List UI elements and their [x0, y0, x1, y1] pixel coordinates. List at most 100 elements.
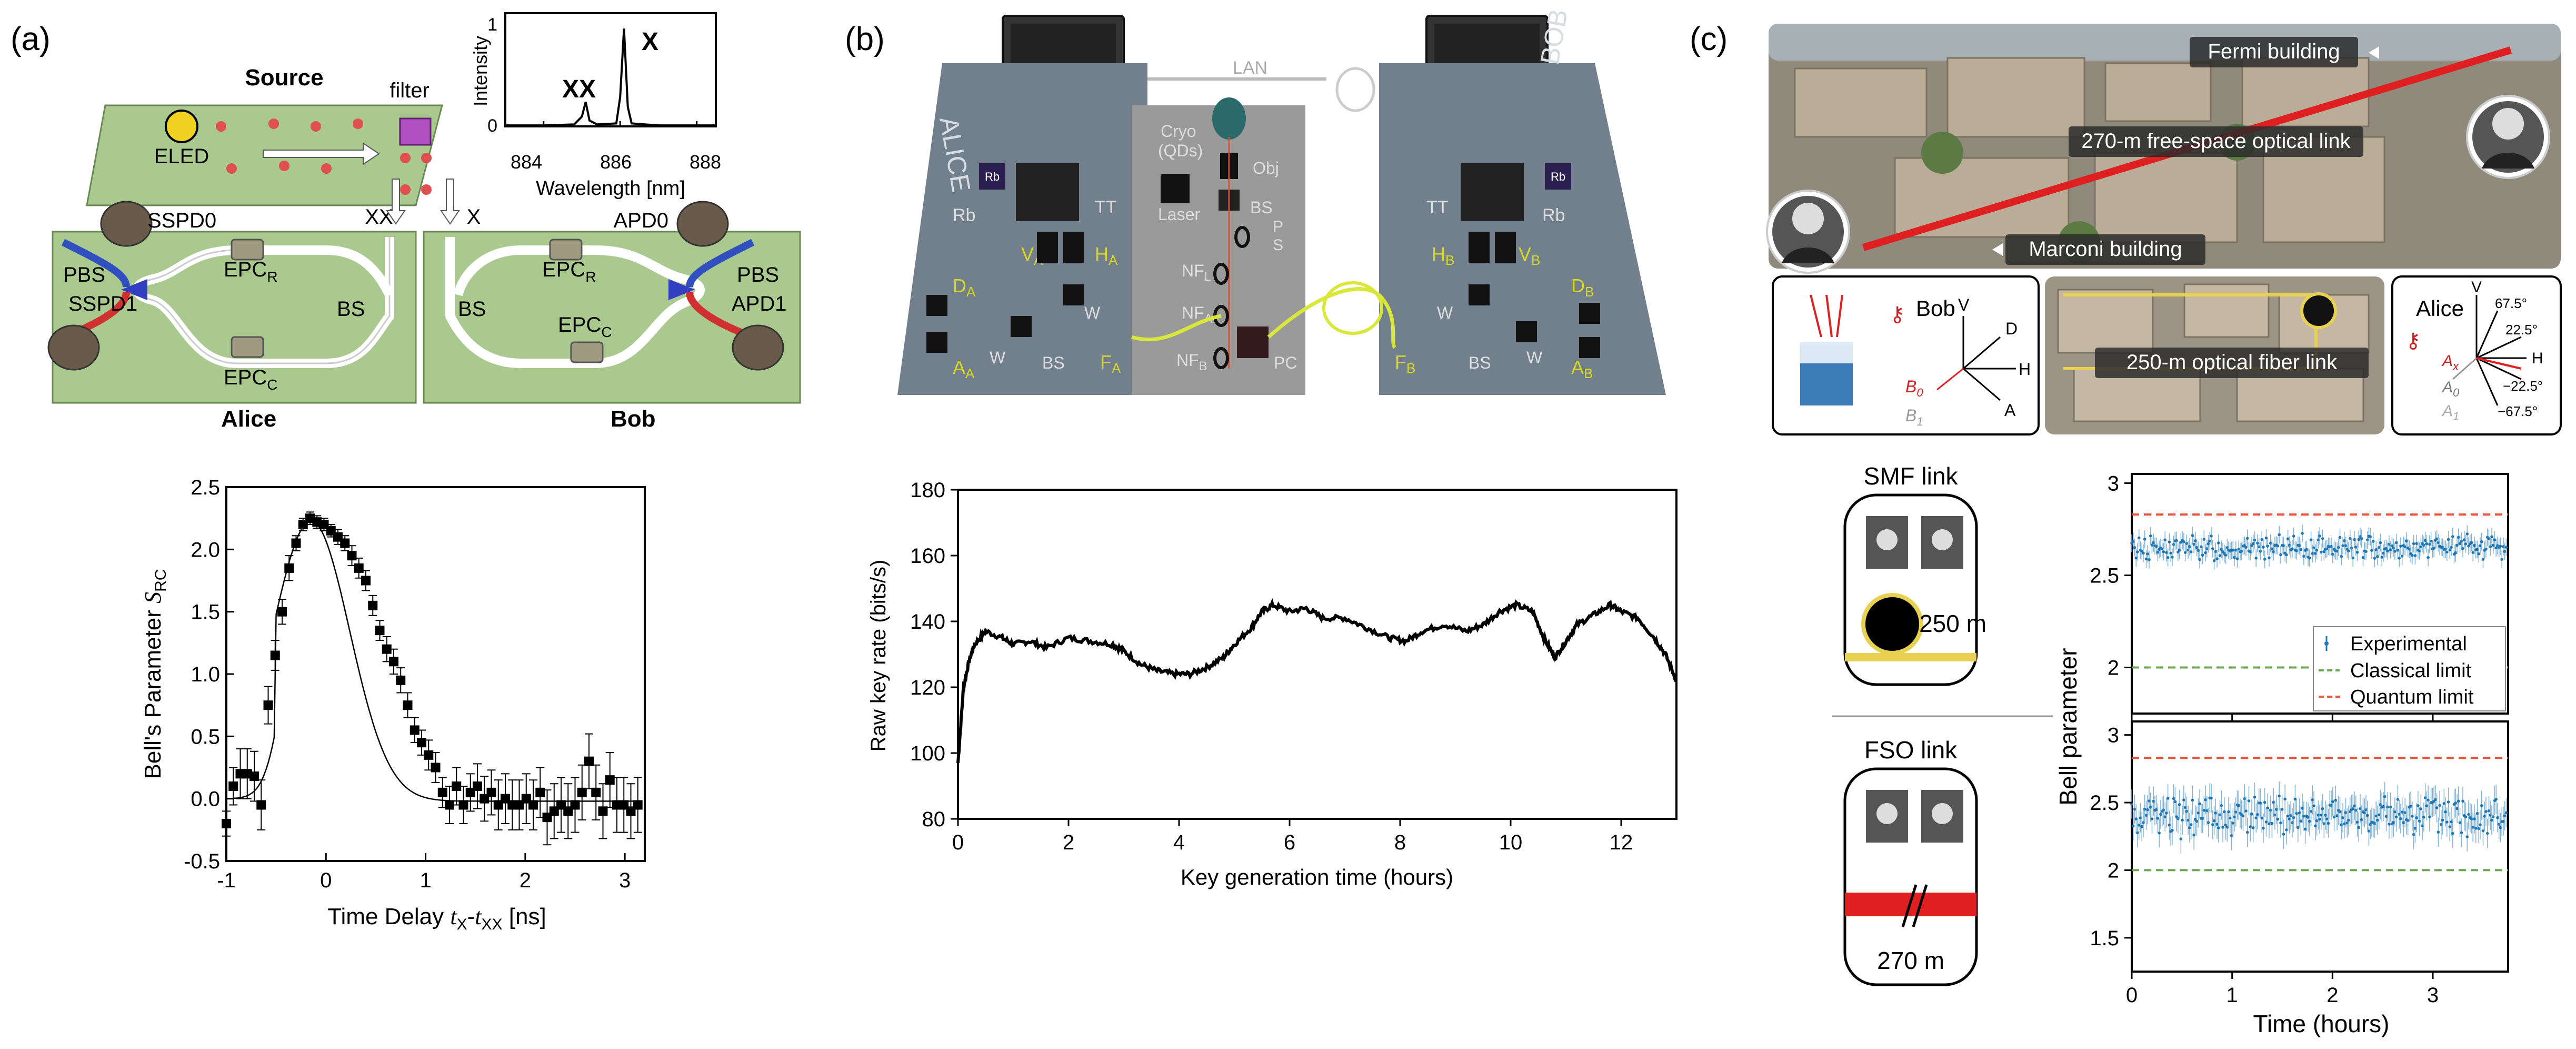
smf-bell-point [2183, 551, 2187, 555]
fso-bell-point [2354, 808, 2358, 812]
bell-time-point [437, 787, 447, 797]
fso-bell-point [2204, 798, 2207, 801]
fso-bell-point [2417, 804, 2420, 807]
smf-bell-point [2149, 534, 2152, 538]
fso-bell-point [2243, 797, 2246, 800]
fso-bell-point [2318, 817, 2321, 821]
fso-bell-point [2133, 807, 2136, 811]
smf-bell-point [2291, 547, 2294, 550]
smf-bell-point [2493, 538, 2497, 541]
key-rate-xtick-label: 4 [1173, 831, 1185, 854]
smf-bell-point [2188, 545, 2191, 548]
bell-time-point [452, 781, 462, 791]
alice-detectors [926, 232, 1084, 353]
fso-bell-point [2399, 817, 2402, 820]
fso-bell-point [2383, 795, 2387, 798]
fso-bell-point [2298, 811, 2301, 815]
smf-distance: 250 m [1919, 610, 1986, 637]
bell-links-xtick-label: 2 [2327, 984, 2338, 1007]
smf-bell-point [2210, 535, 2213, 538]
pc-label: PC [1274, 353, 1297, 372]
smf-bell-point [2374, 548, 2378, 551]
fso-bell-point [2189, 823, 2193, 826]
cryo-label: Cryo [1161, 122, 1196, 141]
fso-bell-point [2360, 818, 2363, 822]
bob-apd1-label: APD1 [732, 292, 787, 315]
bell-links-xlabel: Time (hours) [2253, 1010, 2390, 1037]
bell-time-point [222, 819, 231, 828]
smf-bell-point [2489, 545, 2492, 549]
key-rate-xtick-label: 0 [952, 831, 964, 854]
smf-bell-point [2295, 549, 2298, 552]
smf-bell-point [2360, 537, 2363, 540]
spectrum-plot [505, 28, 716, 127]
fso-bell-ytick-label: 2 [2108, 859, 2119, 882]
fso-bell-point [2402, 821, 2405, 824]
spectrum-frame [504, 12, 717, 127]
bob-apd0-label: APD0 [614, 209, 669, 232]
fso-bell-point [2473, 817, 2476, 820]
bell-time-point [396, 675, 406, 685]
bell-time-point [431, 763, 441, 773]
x-arrow [440, 179, 460, 225]
smf-bell-point [2276, 544, 2280, 548]
smf-bell-point [2218, 554, 2222, 557]
fso-bell-point [2388, 823, 2391, 826]
marconi-pointer [1992, 243, 2003, 256]
bob-rb-text: Rb [1551, 170, 1565, 183]
smf-bell-point [2298, 544, 2301, 547]
fso-bell-point [2345, 821, 2349, 825]
smf-bell-point [2191, 534, 2194, 537]
spectrum-inset: XX X Intensity Wavelength [nm] 884 886 8… [470, 12, 721, 200]
bob-analyzer-title: Bob [1916, 296, 1955, 321]
fso-bell-point [2260, 816, 2264, 820]
alice-rb-label: Rb [953, 205, 975, 225]
smf-bell-point [2499, 545, 2502, 548]
fso-bell-point [2347, 818, 2350, 822]
fso-bell-frame [2131, 720, 2509, 973]
smf-bell-point [2496, 544, 2499, 547]
alice-sspd0-detector [100, 201, 153, 247]
key-rate-xtick-label: 12 [1610, 831, 1633, 854]
alice-rb-clock [979, 163, 1005, 190]
smf-bell-point [2321, 537, 2324, 540]
fso-bell-point [2379, 803, 2382, 806]
smf-bell-point [2301, 532, 2304, 535]
bob-apd0-detector [676, 201, 729, 247]
smf-bell-point [2200, 545, 2203, 548]
bell-time-ytick-label: -0.5 [184, 850, 220, 873]
bell-time-point [284, 563, 294, 573]
alice-a0-axis: A0 [2441, 379, 2460, 399]
fso-bell-point [2351, 807, 2355, 810]
smf-bell-point [2400, 555, 2404, 558]
smf-bell-point [2348, 537, 2352, 540]
fso-bell-point [2317, 814, 2320, 817]
alice-f-label: FA [1100, 351, 1121, 376]
fso-bell-point [2355, 820, 2359, 824]
smf-bell-point [2470, 541, 2473, 545]
smf-bell-point [2394, 541, 2398, 545]
fso-bell-point [2325, 817, 2329, 820]
spectrum-ylabel: Intensity [470, 36, 491, 106]
fso-bell-point [2394, 815, 2398, 819]
bell-time-point [486, 787, 496, 797]
smf-bell-point [2418, 549, 2421, 553]
smf-bell-point [2392, 546, 2395, 550]
smf-bell-point [2403, 545, 2407, 548]
fso-bell-point [2428, 815, 2431, 819]
fso-bell-point [2479, 823, 2482, 826]
bell-links-xtick-label: 1 [2226, 984, 2238, 1007]
smf-bell-point [2380, 556, 2383, 559]
fso-bell-point [2182, 798, 2185, 801]
bell-time-ytick-label: 1.0 [191, 663, 220, 686]
bob-detectors [1469, 232, 1600, 358]
fso-bell-point [2249, 825, 2252, 828]
fso-bell-point [2227, 810, 2230, 814]
smf-bell-point [2441, 546, 2444, 549]
bob-f-label: FB [1395, 351, 1415, 376]
fso-link-label: 270-m free-space optical link [2081, 130, 2351, 153]
fso-bell-point [2283, 797, 2287, 801]
bob-b0-axis: B0 [1905, 377, 1923, 399]
